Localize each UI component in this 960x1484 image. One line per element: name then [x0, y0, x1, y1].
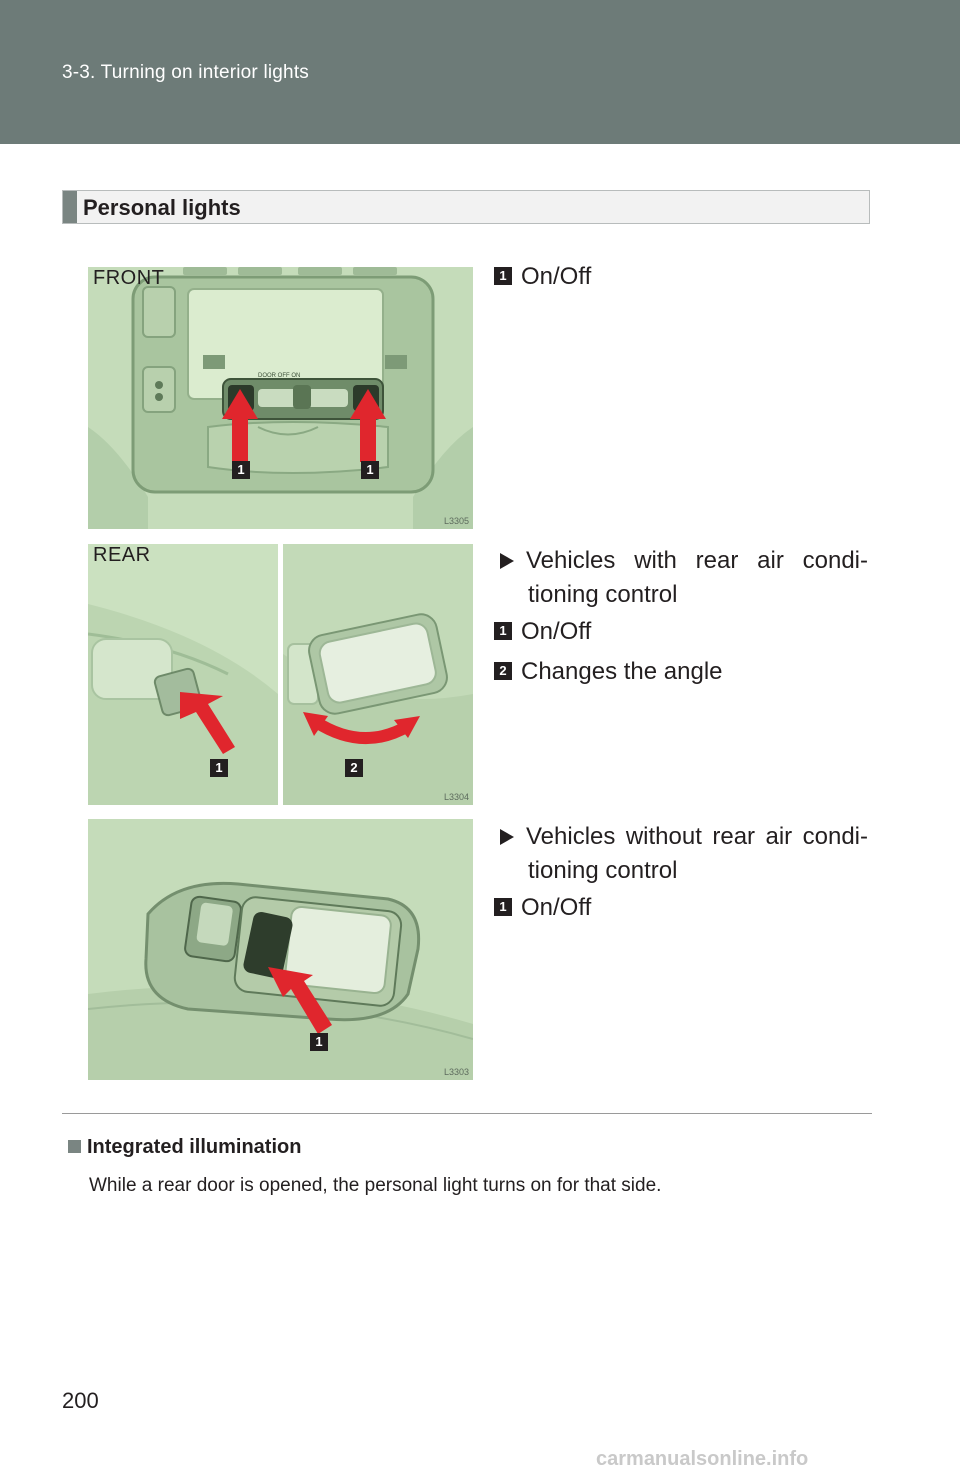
front-callout-left: 1: [232, 461, 250, 479]
rear-condition-line-1: Vehicles with rear air condi-: [526, 547, 868, 574]
breadcrumb: 3-3. Turning on interior lights: [62, 62, 309, 83]
note-title: Integrated illumination: [87, 1136, 302, 1158]
header-band: [0, 0, 960, 144]
front-step-1-text: On/Off: [521, 263, 592, 290]
rear-photo-code: L3304: [443, 792, 469, 802]
rear-without-photo: 1 L3303: [88, 819, 473, 1080]
section-heading-bar: [63, 191, 77, 223]
rear-without-condition-line-2: tioning control: [528, 857, 678, 884]
rear-without-step-1-text: On/Off: [521, 894, 592, 921]
page-number: 200: [62, 1388, 99, 1413]
front-step-1: 1 On/Off: [494, 263, 591, 291]
rear-without-step-1: 1 On/Off: [494, 894, 591, 922]
rear-without-condition-line-1: Vehicles without rear air condi-: [526, 823, 868, 850]
rear-step-1-number: 1: [494, 621, 512, 640]
rear-photo-label: REAR: [93, 544, 151, 566]
triangle-bullet-icon: [500, 829, 514, 845]
rear-callout-2: 2: [345, 759, 363, 777]
rear-step-2-text: Changes the angle: [521, 658, 723, 685]
section-divider: [62, 1113, 872, 1114]
svg-text:DOOR OFF ON: DOOR OFF ON: [258, 373, 300, 379]
rear-without-step-1-number: 1: [494, 897, 512, 916]
rear-step-2-number: 2: [494, 661, 512, 680]
rear-without-condition: Vehicles without rear air condi- tioning…: [500, 820, 868, 888]
rear-step-1: 1 On/Off: [494, 618, 591, 646]
note-text: While a rear door is opened, the persona…: [89, 1175, 662, 1196]
watermark: carmanualsonline.info: [596, 1448, 809, 1470]
rear-without-photo-code: L3303: [443, 1067, 469, 1077]
rear-callout-1: 1: [210, 759, 228, 777]
front-light-photo: DOOR OFF ON FRONT 1 1 L3305: [88, 267, 473, 529]
front-callout-right: 1: [361, 461, 379, 479]
square-bullet-icon: [68, 1140, 81, 1153]
section-heading: Personal lights: [62, 190, 870, 224]
rear-without-callout-1: 1: [310, 1033, 328, 1051]
front-photo-code: L3305: [443, 516, 469, 526]
front-step-1-number: 1: [494, 266, 512, 285]
rear-condition-line-2: tioning control: [528, 581, 678, 608]
rear-light-photo: REAR 1 2 L3304: [88, 544, 473, 805]
rear-condition: Vehicles with rear air condi- tioning co…: [500, 544, 868, 612]
front-photo-label: FRONT: [93, 267, 165, 289]
section-title: Personal lights: [83, 195, 241, 220]
rear-step-1-text: On/Off: [521, 618, 592, 645]
triangle-bullet-icon: [500, 553, 514, 569]
note-heading: Integrated illumination: [68, 1136, 301, 1159]
rear-step-2: 2 Changes the angle: [494, 658, 723, 686]
